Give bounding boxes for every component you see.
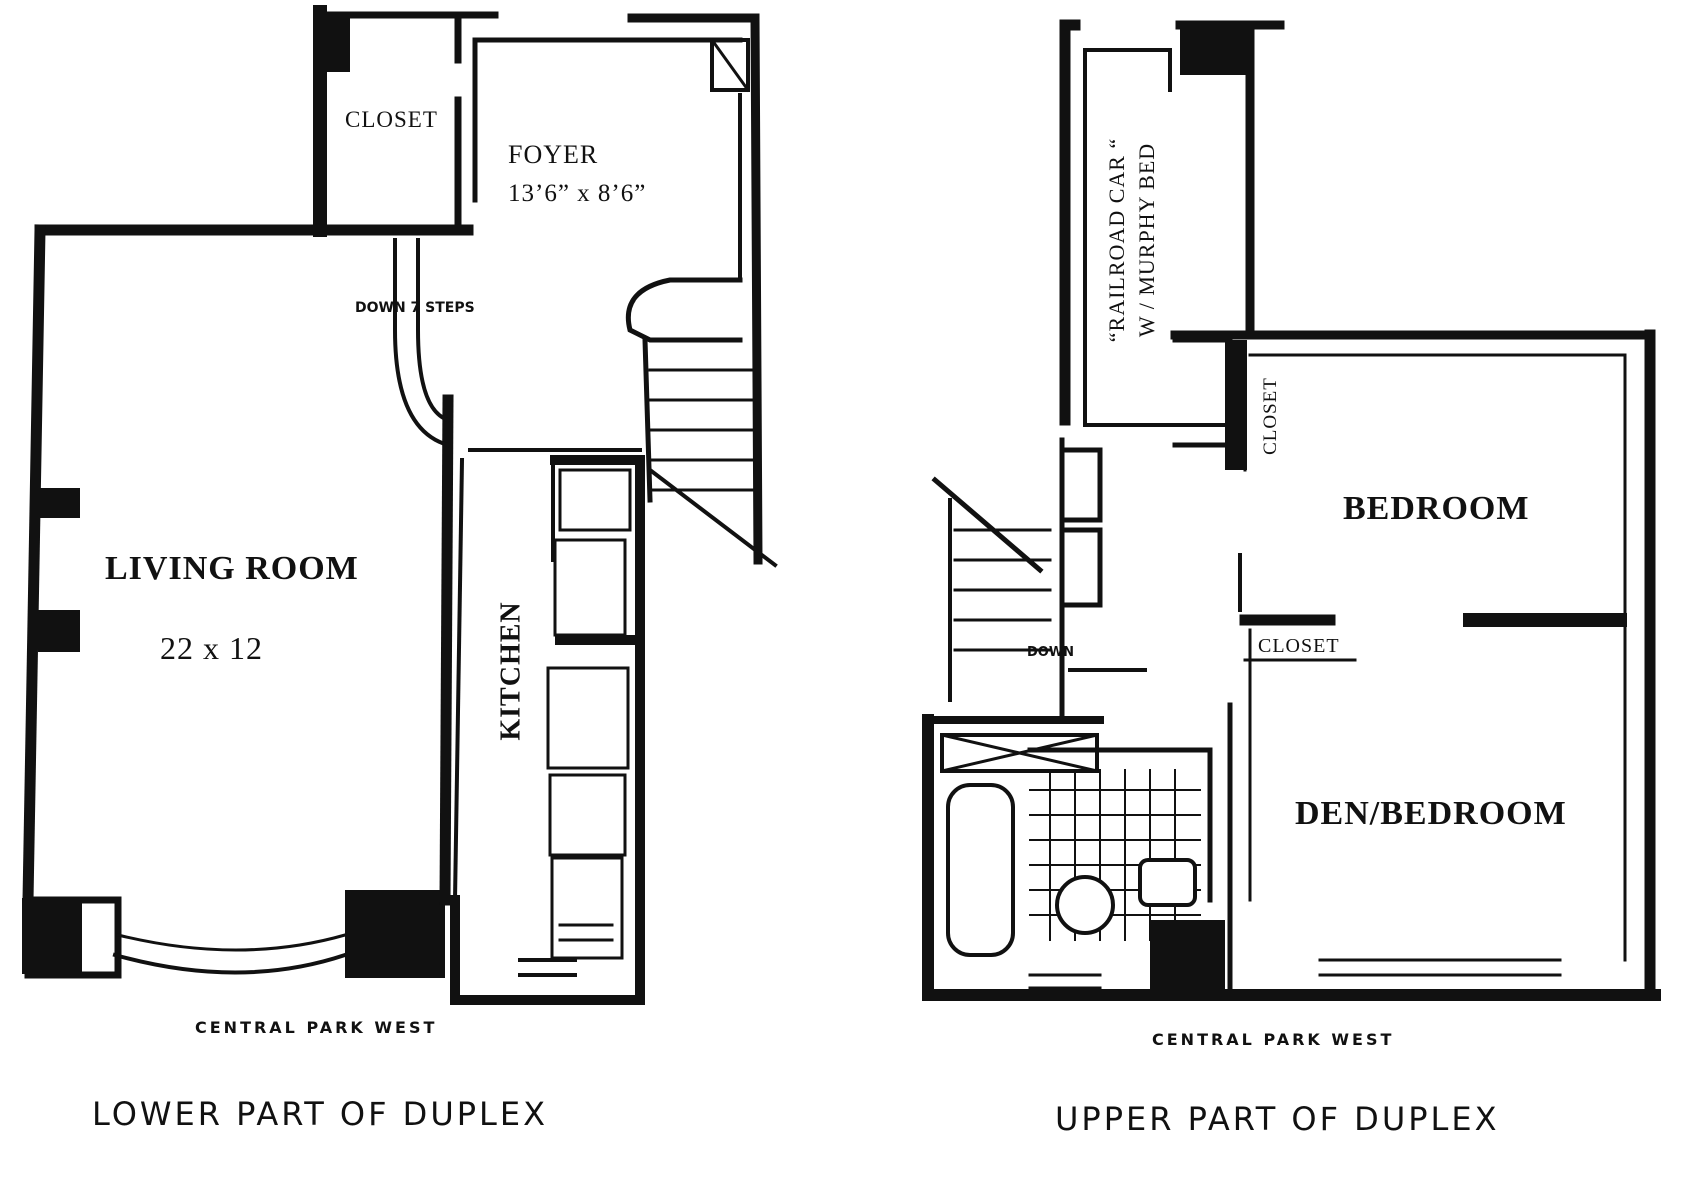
railroad-car-line2: W / MURPHY BED — [1134, 142, 1160, 338]
stairs-down-note-upper: DOWN — [1027, 645, 1075, 660]
closet-label-lower: CLOSET — [345, 107, 438, 132]
closet-label-upper: CLOSET — [1258, 635, 1340, 657]
stairs-down-note-lower: DOWN 7 STEPS — [355, 300, 475, 316]
living-room-label: LIVING ROOM — [105, 550, 359, 587]
street-label-lower: CENTRAL PARK WEST — [195, 1018, 438, 1037]
railroad-car-label: “RAILROAD CAR “ W / MURPHY BED — [1102, 138, 1162, 342]
living-room-dimensions: 22 x 12 — [160, 630, 263, 666]
lower-plan-title: LOWER PART OF DUPLEX — [92, 1095, 548, 1133]
upper-plan-title: UPPER PART OF DUPLEX — [1055, 1100, 1500, 1138]
closet-label-upper-vertical: CLOSET — [1259, 377, 1281, 455]
upper-plan-walls — [922, 19, 1661, 1001]
kitchen-label: KITCHEN — [495, 601, 527, 741]
railroad-car-line1: “RAILROAD CAR “ — [1104, 137, 1130, 343]
bedroom-label: BEDROOM — [1343, 490, 1530, 527]
foyer-dimensions: 13’6” x 8’6” — [508, 180, 647, 207]
den-bedroom-label: DEN/BEDROOM — [1295, 795, 1567, 832]
lower-plan-walls — [22, 5, 778, 1005]
foyer-label: FOYER — [508, 140, 599, 169]
street-label-upper: CENTRAL PARK WEST — [1152, 1030, 1395, 1049]
